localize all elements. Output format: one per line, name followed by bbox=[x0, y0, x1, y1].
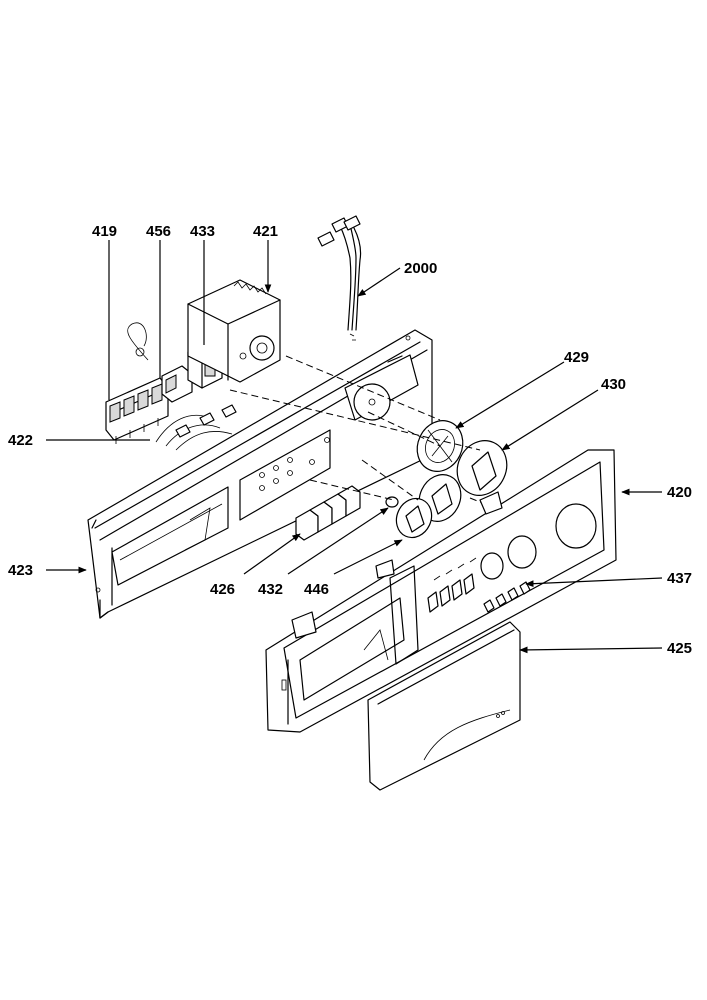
front-fascia-420 bbox=[265, 449, 617, 733]
switch-block-419 bbox=[105, 377, 169, 444]
label-2000: 2000 bbox=[404, 260, 437, 277]
knob-446-lower bbox=[395, 497, 433, 539]
label-426: 426 bbox=[210, 581, 235, 598]
leader-lines bbox=[46, 240, 663, 654]
timer-421 bbox=[187, 279, 281, 383]
wiring-harness-2000 bbox=[317, 215, 362, 341]
label-446: 446 bbox=[304, 581, 329, 598]
component-456 bbox=[127, 322, 193, 403]
spindle-432 bbox=[385, 496, 399, 508]
label-419: 419 bbox=[92, 223, 117, 240]
label-433: 433 bbox=[190, 223, 215, 240]
assembly-guide-lines bbox=[229, 355, 501, 511]
label-422: 422 bbox=[8, 432, 33, 449]
knob-430 bbox=[456, 440, 508, 496]
label-456: 456 bbox=[146, 223, 171, 240]
wire-connectors-422 bbox=[155, 404, 237, 451]
push-buttons-426 bbox=[295, 485, 361, 541]
label-432: 432 bbox=[258, 581, 283, 598]
label-423: 423 bbox=[8, 562, 33, 579]
label-421: 421 bbox=[253, 223, 278, 240]
label-420: 420 bbox=[667, 484, 692, 501]
label-429: 429 bbox=[564, 349, 589, 366]
label-437: 437 bbox=[667, 570, 692, 587]
door-cover-425 bbox=[367, 621, 521, 791]
label-425: 425 bbox=[667, 640, 692, 657]
label-430: 430 bbox=[601, 376, 626, 393]
back-panel-423 bbox=[87, 329, 433, 619]
